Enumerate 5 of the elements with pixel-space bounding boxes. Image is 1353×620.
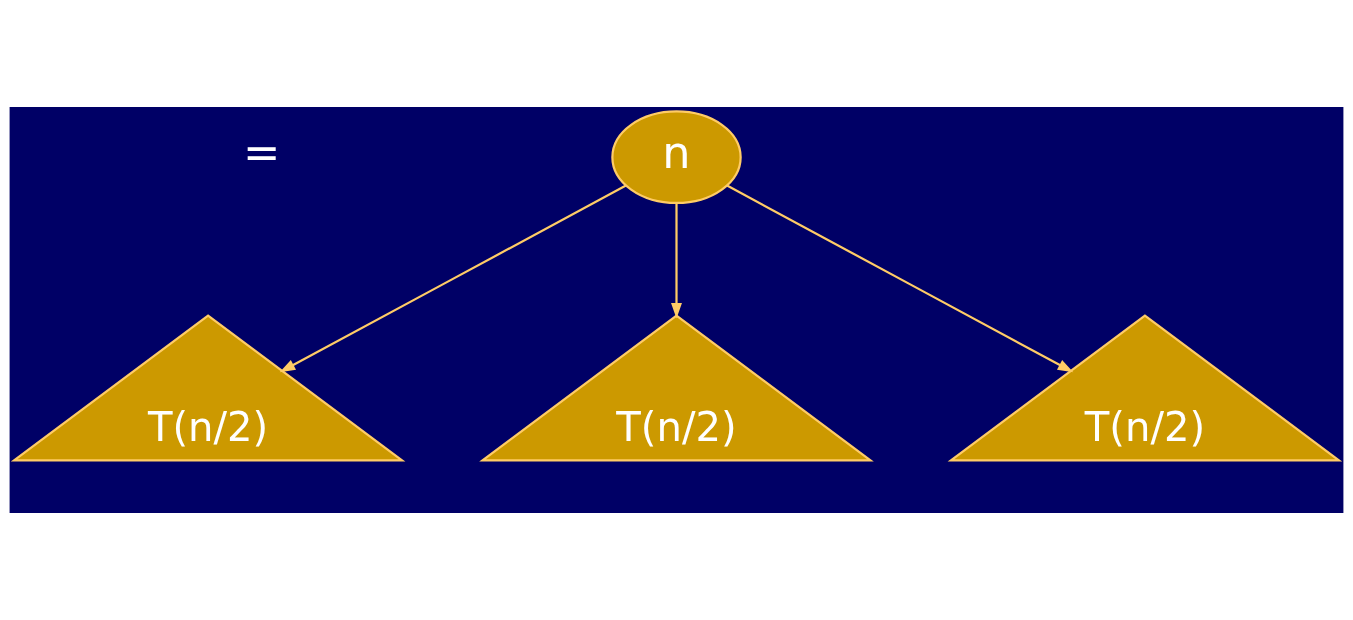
- arrow: [671, 203, 682, 319]
- node-ellipse: n: [611, 110, 742, 205]
- label: =: [242, 127, 281, 180]
- arrow: [279, 184, 627, 373]
- arrow: [726, 184, 1074, 373]
